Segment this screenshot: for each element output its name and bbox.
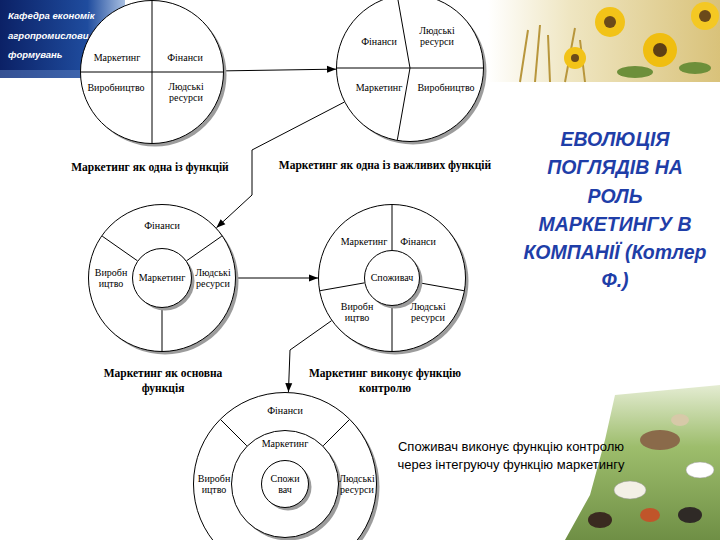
segment-label: Маркетинг <box>262 438 309 450</box>
sector-divider <box>397 0 410 68</box>
connector <box>236 275 318 282</box>
banner-text: агропромислови <box>8 30 89 41</box>
arrow-head <box>309 275 318 282</box>
circle-border <box>337 0 484 142</box>
function-circle: Фінанси Людські ресурсиМаркетинг Виробницт… <box>336 0 484 142</box>
segment-label: Людські ресурси <box>410 301 445 324</box>
circle-border <box>232 431 339 538</box>
segment-label: Споживач <box>371 272 414 284</box>
segment-label: Маркетинг <box>94 52 141 64</box>
sector-divider <box>152 1 153 72</box>
sector-divider <box>81 72 152 73</box>
segment-label: Фінанси <box>267 405 303 417</box>
function-circle: ФінансиВиробн ицтвоЛюдські ресурсиМаркет… <box>193 392 377 540</box>
segment-label: Фінанси <box>400 236 436 248</box>
circle-border <box>194 393 377 540</box>
sector-divider <box>102 236 137 261</box>
banner-text: формувань <box>8 49 62 60</box>
circle-border <box>262 461 309 508</box>
circle-caption: Маркетинг як одна із важливих функцій <box>278 158 493 173</box>
circle-border <box>89 205 236 352</box>
connector-line <box>288 321 331 392</box>
circle-caption: Маркетинг як одна із функцій <box>70 160 230 175</box>
sector-divider <box>392 205 393 250</box>
segment-label: Виробн ицтво <box>198 473 230 496</box>
connector <box>224 66 336 73</box>
sector-divider <box>397 68 410 140</box>
sector-divider <box>162 308 163 351</box>
sector-divider <box>420 283 464 291</box>
arrow-head <box>327 66 336 73</box>
segment-label: Людські ресурси <box>195 267 230 290</box>
sector-divider <box>337 68 410 69</box>
connector-line <box>236 278 318 279</box>
field-photo <box>488 0 720 82</box>
sector-divider <box>323 420 349 446</box>
function-circle: Маркетинг ФінансиВиробництво Людські ресур… <box>80 0 224 144</box>
circle-border <box>365 251 420 306</box>
connector-line <box>224 69 336 71</box>
sector-divider <box>320 283 364 291</box>
inner-circle: Споживач <box>364 250 420 306</box>
segment-label: Фінанси <box>144 220 180 232</box>
sector-divider <box>152 72 153 143</box>
segment-label: Людські ресурси <box>419 25 454 48</box>
segment-label: Фінанси <box>361 36 397 48</box>
wheat <box>520 25 585 82</box>
segment-label: Людські ресурси <box>168 81 203 104</box>
segment-label: Фінанси <box>167 52 203 64</box>
sector-divider <box>410 68 483 69</box>
segment-label: Виробн ицтво <box>95 267 127 290</box>
note-text: Споживач виконує функцію контролю через … <box>395 438 627 473</box>
sector-divider <box>392 306 393 351</box>
sector-divider <box>152 72 223 73</box>
banner-text: Кафедра економік <box>8 10 94 21</box>
segment-label: Маркетинг <box>139 272 186 284</box>
arrow-head <box>216 219 225 228</box>
circle-outline <box>80 0 224 144</box>
circle-border <box>81 1 224 144</box>
sector-divider <box>221 420 247 446</box>
sector-divider <box>187 236 222 261</box>
segment-label: Людські ресурси <box>339 473 374 496</box>
segment-label: Маркетинг <box>356 82 403 94</box>
segment-label: Виробництво <box>417 82 474 94</box>
circle-border <box>133 249 192 308</box>
sunflowers <box>564 2 719 78</box>
inner-circle: Маркетинг <box>132 248 192 308</box>
connector <box>285 321 331 392</box>
function-circle: Маркетинг ФінансиВиробн ицтво Людські ресу… <box>318 204 466 352</box>
segment-label: Виробн ицтво <box>341 301 373 324</box>
title: ЕВОЛЮЦІЯ ПОГЛЯДІВ НА РОЛЬ МАРКЕТИНГУ В К… <box>522 125 708 295</box>
circle-caption: Маркетинг як основна функція <box>88 366 238 396</box>
function-circle: ФінансиВиробн ицтво Людські ресурси Маркет… <box>88 204 236 352</box>
circle-border <box>319 205 466 352</box>
segment-label: Спожи вач <box>270 473 299 496</box>
segment-label: Виробництво <box>87 82 144 94</box>
arrow-head <box>285 383 292 392</box>
segment-label: Маркетинг <box>341 236 388 248</box>
inner-circle: Спожи вач <box>261 460 309 508</box>
inner-circle: МаркетингСпожи вач <box>231 430 339 538</box>
circle-caption: Маркетинг виконує функцію контролю <box>290 366 480 396</box>
circle-outline <box>336 0 484 142</box>
